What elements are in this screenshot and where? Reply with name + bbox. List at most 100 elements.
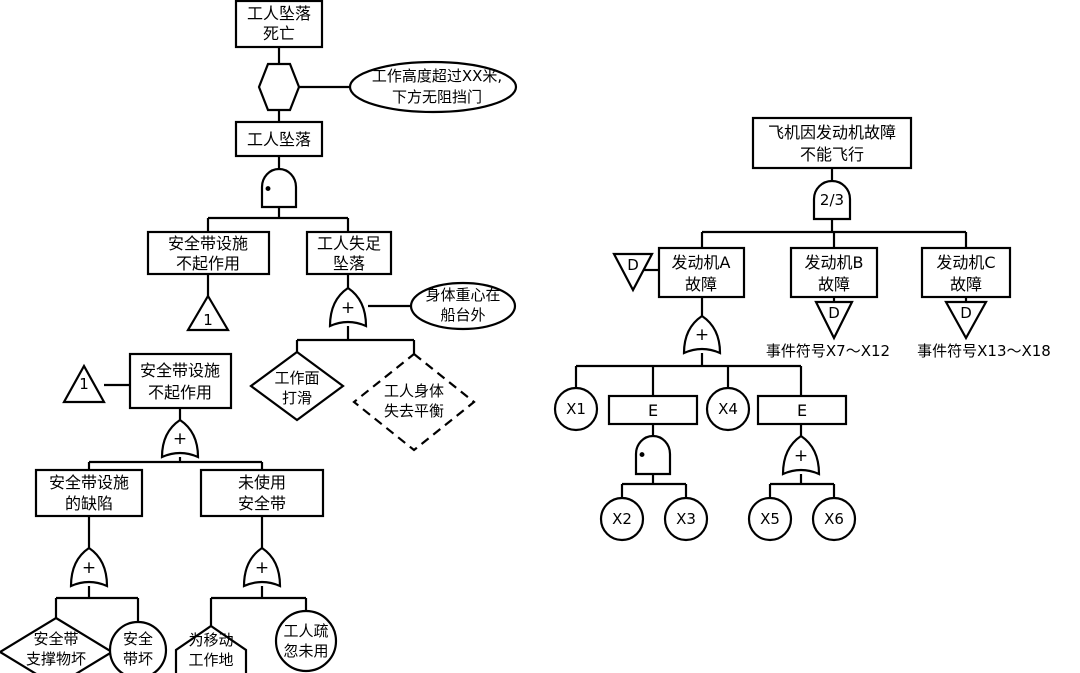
support-bad-line1: 安全带: [33, 630, 78, 648]
belt-defect-line1: 安全带设施: [49, 473, 129, 492]
and-gate-e-symbol: •: [637, 446, 647, 466]
belt-bad-line2: 带坏: [123, 650, 153, 668]
top-event-box: [234, 0, 324, 49]
worker-slip-line1: 工人失足: [317, 234, 381, 253]
support-bad-diamond: [0, 616, 115, 673]
event-worker-fall-box: [234, 120, 324, 158]
transfer-in-triangle: [62, 363, 106, 404]
belt-bad-line1: 安全: [123, 630, 153, 648]
belt-defect-box: [34, 468, 144, 518]
or-gate-engine-a-symbol: +: [695, 325, 709, 345]
cond-center-line1: 身体重心在: [425, 286, 500, 304]
not-used-box: [199, 468, 325, 518]
event-x6: [811, 496, 857, 542]
lose-balance-dashed-diamond: [352, 352, 476, 452]
left-fault-tree: 工人坠落 死亡 工作高度超过XX米, 下方无阻挡门 工人坠落 • 安全带设施 不…: [0, 0, 518, 673]
top-event-line2: 死亡: [263, 24, 295, 43]
event-c-note: 事件符号X13～X18: [917, 342, 1051, 360]
inhibit-gate: [257, 62, 301, 112]
event-x2: [599, 496, 645, 542]
lose-balance-line2: 失去平衡: [384, 402, 444, 420]
worker-slip-box: [305, 230, 393, 276]
engine-a-line1: 发动机A: [672, 253, 731, 272]
move-work-line2: 工作地: [188, 651, 233, 669]
voting-gate-label: 2/3: [820, 191, 844, 209]
transfer-out-label: 1: [203, 311, 213, 329]
engine-c-line2: 故障: [950, 275, 982, 294]
worker-slip-line2: 坠落: [333, 254, 365, 273]
belt-fail-box: [146, 230, 271, 276]
belt-defect-line2: 的缺陷: [65, 494, 113, 513]
or-gate-slip: [328, 286, 368, 328]
event-x4-label: X4: [718, 400, 738, 418]
event-b-note: 事件符号X7～X12: [766, 342, 890, 360]
aircraft-top-event-box: [751, 116, 913, 170]
neglect-line1: 工人疏: [283, 622, 328, 640]
condition-ellipse: [348, 60, 518, 114]
and-gate-e: [634, 434, 672, 476]
event-x3: [663, 496, 709, 542]
move-work-line1: 为移动: [188, 631, 233, 649]
belt-fail-2-box: [128, 352, 233, 410]
engine-b-line2: 故障: [818, 275, 850, 294]
transfer-out-triangle: [186, 293, 230, 332]
belt-fail-line2: 不起作用: [176, 254, 240, 273]
transfer-d-b-label: D: [828, 304, 840, 322]
support-bad-line2: 支撑物坏: [26, 650, 86, 668]
event-x5-label: X5: [760, 510, 780, 528]
right-fault-tree: 飞机因发动机故障 不能飞行 2/3 D 发动机A 故障 发动机B 故障 发动机C…: [553, 116, 1051, 542]
transfer-d-b: [814, 300, 854, 341]
event-e-left: [607, 394, 699, 426]
top-event-line1: 工人坠落: [247, 4, 311, 23]
event-x2-label: X2: [612, 510, 632, 528]
event-x1: [553, 386, 599, 432]
engine-b-box: [789, 246, 879, 299]
belt-fail-line1: 安全带设施: [168, 234, 248, 253]
or-gate-belt: [160, 418, 200, 459]
event-e-right: [756, 394, 848, 426]
belt-fail-2-line2: 不起作用: [148, 383, 212, 402]
event-x4: [705, 386, 751, 432]
or-gate-belt-symbol: +: [173, 429, 187, 449]
not-used-line1: 未使用: [238, 473, 286, 492]
or-gate-defect-symbol: +: [82, 558, 96, 578]
floor-slip-line2: 打滑: [282, 389, 312, 407]
neglect-line2: 忽未用: [283, 642, 328, 660]
condition-line1: 工作高度超过XX米,: [372, 67, 502, 85]
voting-gate: [812, 179, 852, 221]
event-e-right-label: E: [797, 401, 807, 420]
aircraft-top-line2: 不能飞行: [800, 145, 864, 164]
and-gate-symbol: •: [263, 180, 273, 200]
belt-fail-2-line1: 安全带设施: [140, 361, 220, 380]
engine-c-line1: 发动机C: [936, 253, 995, 272]
or-gate-defect: [69, 546, 109, 588]
not-used-line2: 安全带: [238, 494, 286, 513]
transfer-in-label: 1: [79, 375, 89, 393]
event-x1-label: X1: [566, 400, 586, 418]
or-gate-e: [781, 434, 821, 476]
engine-a-line2: 故障: [685, 275, 717, 294]
move-work-house: [174, 624, 248, 673]
or-gate-e-symbol: +: [794, 446, 808, 466]
or-gate-engine-a: [682, 314, 722, 355]
event-e-left-label: E: [648, 401, 658, 420]
event-x3-label: X3: [676, 510, 696, 528]
event-worker-fall: 工人坠落: [247, 130, 311, 149]
condition-center-ellipse: [409, 281, 517, 331]
aircraft-top-line1: 飞机因发动机故障: [768, 123, 896, 142]
neglect-circle: [274, 609, 338, 673]
belt-bad-circle: [108, 620, 168, 673]
event-x6-label: X6: [824, 510, 844, 528]
transfer-d-c: [944, 300, 988, 341]
or-gate-slip-symbol: +: [341, 298, 355, 318]
engine-a-box: [657, 246, 746, 299]
floor-slip-diamond: [249, 350, 345, 422]
engine-c-box: [920, 246, 1012, 299]
condition-line2: 下方无阻挡门: [392, 88, 482, 106]
transfer-d-left-label: D: [627, 256, 639, 274]
or-gate-notused: [242, 546, 282, 588]
event-x5: [747, 496, 793, 542]
and-gate: [260, 167, 298, 209]
floor-slip-line1: 工作面: [274, 369, 319, 387]
